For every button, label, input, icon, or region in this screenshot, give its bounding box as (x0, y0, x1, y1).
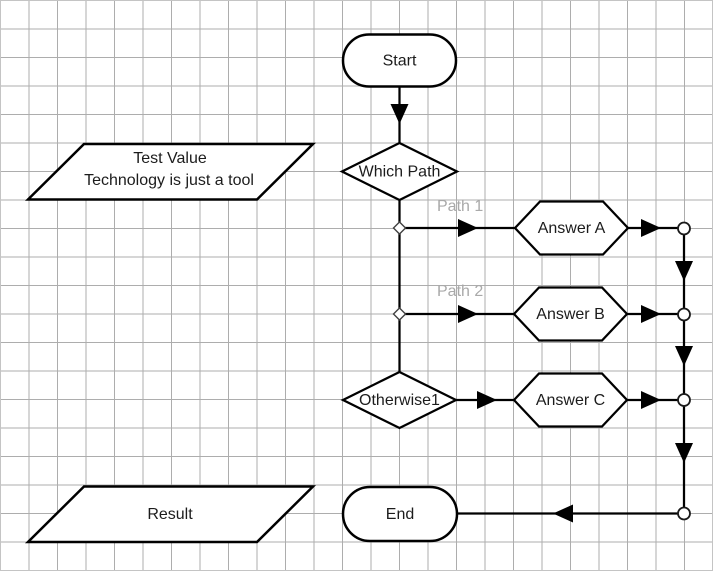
arrowhead-left-icon (553, 504, 573, 523)
arrowhead-right-icon (641, 305, 661, 323)
junction-circle-answer-b[interactable] (677, 307, 691, 322)
node-answer-a[interactable]: Answer A (513, 200, 630, 256)
arrowhead-down-icon (675, 443, 693, 463)
junction-diamond-path2[interactable] (392, 307, 407, 321)
arrowhead-right-icon (458, 219, 478, 237)
parallelogram-shape[interactable] (24, 142, 317, 201)
node-result[interactable]: Result (24, 485, 317, 544)
node-end-label: End (386, 506, 414, 523)
connectors (390, 86, 693, 523)
node-test-value-line2: Technology is just a tool (84, 172, 254, 189)
node-otherwise[interactable]: Otherwise1 (340, 370, 459, 430)
terminator-shape[interactable] (341, 485, 459, 543)
arrowhead-right-icon (641, 391, 661, 409)
junction-diamond-path1[interactable] (392, 221, 407, 235)
arrowhead-down-icon (390, 104, 409, 124)
node-start[interactable]: Start (341, 33, 458, 88)
node-answer-c-label: Answer C (536, 392, 605, 409)
node-which-path-label: Which Path (359, 164, 441, 181)
arrowhead-right-icon (641, 219, 661, 237)
node-answer-c[interactable]: Answer C (512, 372, 629, 428)
node-end[interactable]: End (341, 485, 459, 543)
arrowhead-down-icon (675, 261, 693, 281)
arrowhead-right-icon (477, 391, 497, 409)
arrowhead-right-icon (458, 305, 478, 323)
node-answer-b-label: Answer B (536, 306, 604, 323)
node-test-value[interactable]: Test Value Technology is just a tool (24, 142, 317, 201)
decision-diamond-shape[interactable] (340, 370, 459, 430)
hexagon-shape[interactable] (512, 286, 629, 342)
terminator-shape[interactable] (341, 33, 458, 88)
node-which-path[interactable]: Which Path (339, 141, 460, 202)
arrowhead-down-icon (675, 346, 693, 366)
node-result-label: Result (147, 506, 193, 523)
junction-circle-end[interactable] (677, 506, 691, 521)
junction-circle-answer-a[interactable] (677, 221, 691, 236)
node-test-value-line1: Test Value (133, 150, 207, 167)
parallelogram-shape[interactable] (24, 485, 317, 544)
node-otherwise-label: Otherwise1 (359, 392, 440, 409)
hexagon-shape[interactable] (513, 200, 630, 256)
decision-diamond-shape[interactable] (339, 141, 460, 202)
edge-label-path1: Path 1 (437, 198, 483, 215)
node-answer-b[interactable]: Answer B (512, 286, 629, 342)
edge-label-path2: Path 2 (437, 283, 483, 300)
node-answer-a-label: Answer A (538, 220, 606, 237)
node-start-label: Start (383, 53, 417, 70)
hexagon-shape[interactable] (512, 372, 629, 428)
junction-circle-answer-c[interactable] (677, 393, 691, 407)
